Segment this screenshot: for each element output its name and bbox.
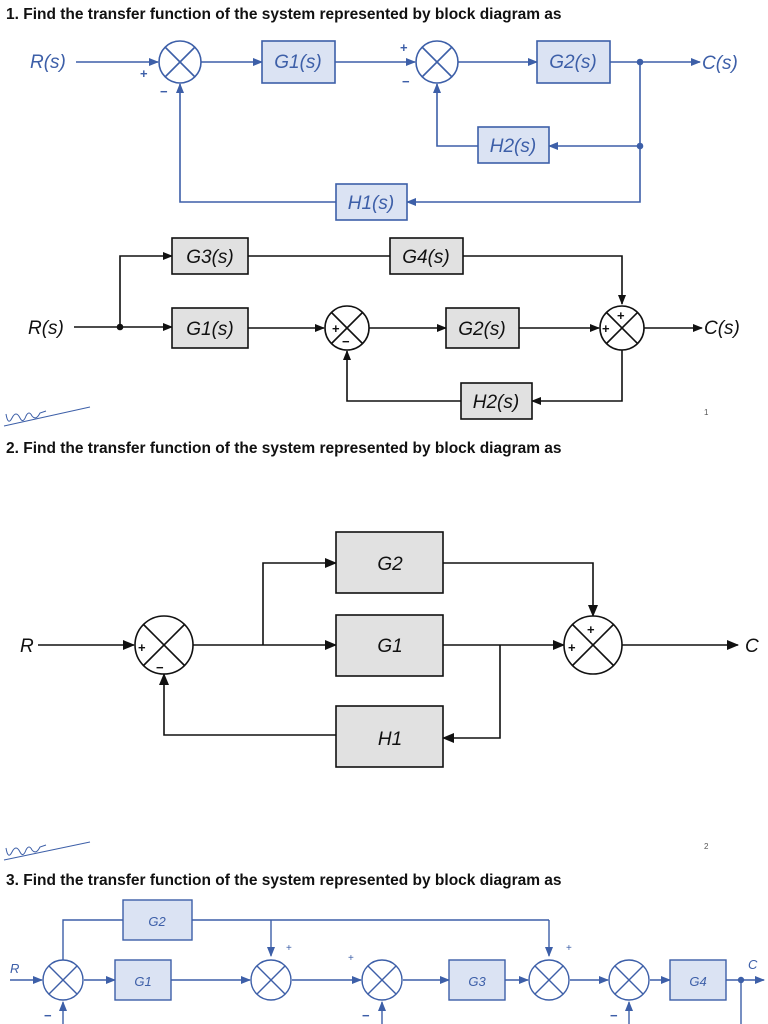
block-h2 xyxy=(477,126,550,164)
plus-sign: + xyxy=(138,640,146,655)
question-1-title: 1. Find the transfer function of the sys… xyxy=(6,6,562,23)
block-g1 xyxy=(261,40,336,84)
block-g2-label: G2(s) xyxy=(458,319,506,340)
plus-sign: + xyxy=(587,622,595,637)
block-g3-label: G3(s) xyxy=(186,247,234,268)
block-h1-label: H1 xyxy=(378,729,402,750)
minus-sign: − xyxy=(402,74,410,89)
diagram-1: R(s) + − G1(s) + − G2(s) C(s) H2(s) H1(s… xyxy=(30,40,738,221)
block-g1 xyxy=(335,614,444,677)
plus-sign: + xyxy=(140,66,148,81)
signature xyxy=(3,406,91,427)
output-label: C(s) xyxy=(704,318,740,339)
block-g2 xyxy=(536,40,611,84)
signature xyxy=(3,841,91,861)
minus-sign: − xyxy=(342,334,350,349)
block-g4 xyxy=(669,959,727,1001)
page-number: 2 xyxy=(704,842,709,851)
block-g1 xyxy=(114,959,172,1001)
block-g2-label: G2(s) xyxy=(549,52,597,73)
question-2-title: 2. Find the transfer function of the sys… xyxy=(6,440,562,457)
block-g1-label: G1 xyxy=(377,636,402,657)
diagram-2: R(s) G3(s) G4(s) G1(s) + − G2(s) + + C(s… xyxy=(28,237,740,420)
block-g1-label: G1(s) xyxy=(186,319,234,340)
minus-sign: − xyxy=(362,1008,370,1023)
input-label: R(s) xyxy=(30,52,66,73)
output-label: C xyxy=(748,957,758,972)
block-h1-label: H1(s) xyxy=(348,193,394,214)
block-g4-label: G4(s) xyxy=(402,247,450,268)
block-g3-label: G3 xyxy=(468,974,486,989)
diagram-3: R + − G2 G1 + + C H1 xyxy=(20,531,759,768)
block-g3 xyxy=(448,959,506,1001)
block-g1-label: G1 xyxy=(134,974,151,989)
input-label: R xyxy=(20,636,34,657)
plus-sign: + xyxy=(617,308,625,323)
plus-sign: + xyxy=(286,943,292,954)
plus-sign: + xyxy=(568,640,576,655)
plus-sign: + xyxy=(566,943,572,954)
diagram-4: R − G2 + + G1 + − G3 − xyxy=(10,899,765,1024)
block-g2-label: G2 xyxy=(148,914,166,929)
input-label: R xyxy=(10,961,19,976)
block-h1 xyxy=(335,705,444,768)
block-g3 xyxy=(171,237,249,275)
minus-sign: − xyxy=(160,84,168,99)
output-label: C xyxy=(745,636,759,657)
page-number: 1 xyxy=(704,408,709,417)
minus-sign: − xyxy=(44,1008,52,1023)
question-3-title: 3. Find the transfer function of the sys… xyxy=(6,872,562,889)
block-g1-label: G1(s) xyxy=(274,52,322,73)
minus-sign: − xyxy=(610,1008,618,1023)
plus-sign: + xyxy=(348,953,354,964)
plus-sign: + xyxy=(400,40,408,55)
block-h2-label: H2(s) xyxy=(473,392,519,413)
block-g2 xyxy=(122,899,193,941)
input-label: R(s) xyxy=(28,318,64,339)
minus-sign: − xyxy=(156,660,164,675)
plus-sign: + xyxy=(602,321,610,336)
block-h2-label: H2(s) xyxy=(490,136,536,157)
block-g4 xyxy=(389,237,464,275)
block-g2-label: G2 xyxy=(377,554,403,575)
output-label: C(s) xyxy=(702,53,738,74)
block-g2 xyxy=(335,531,444,594)
plus-sign: + xyxy=(332,321,340,336)
block-g4-label: G4 xyxy=(689,974,706,989)
